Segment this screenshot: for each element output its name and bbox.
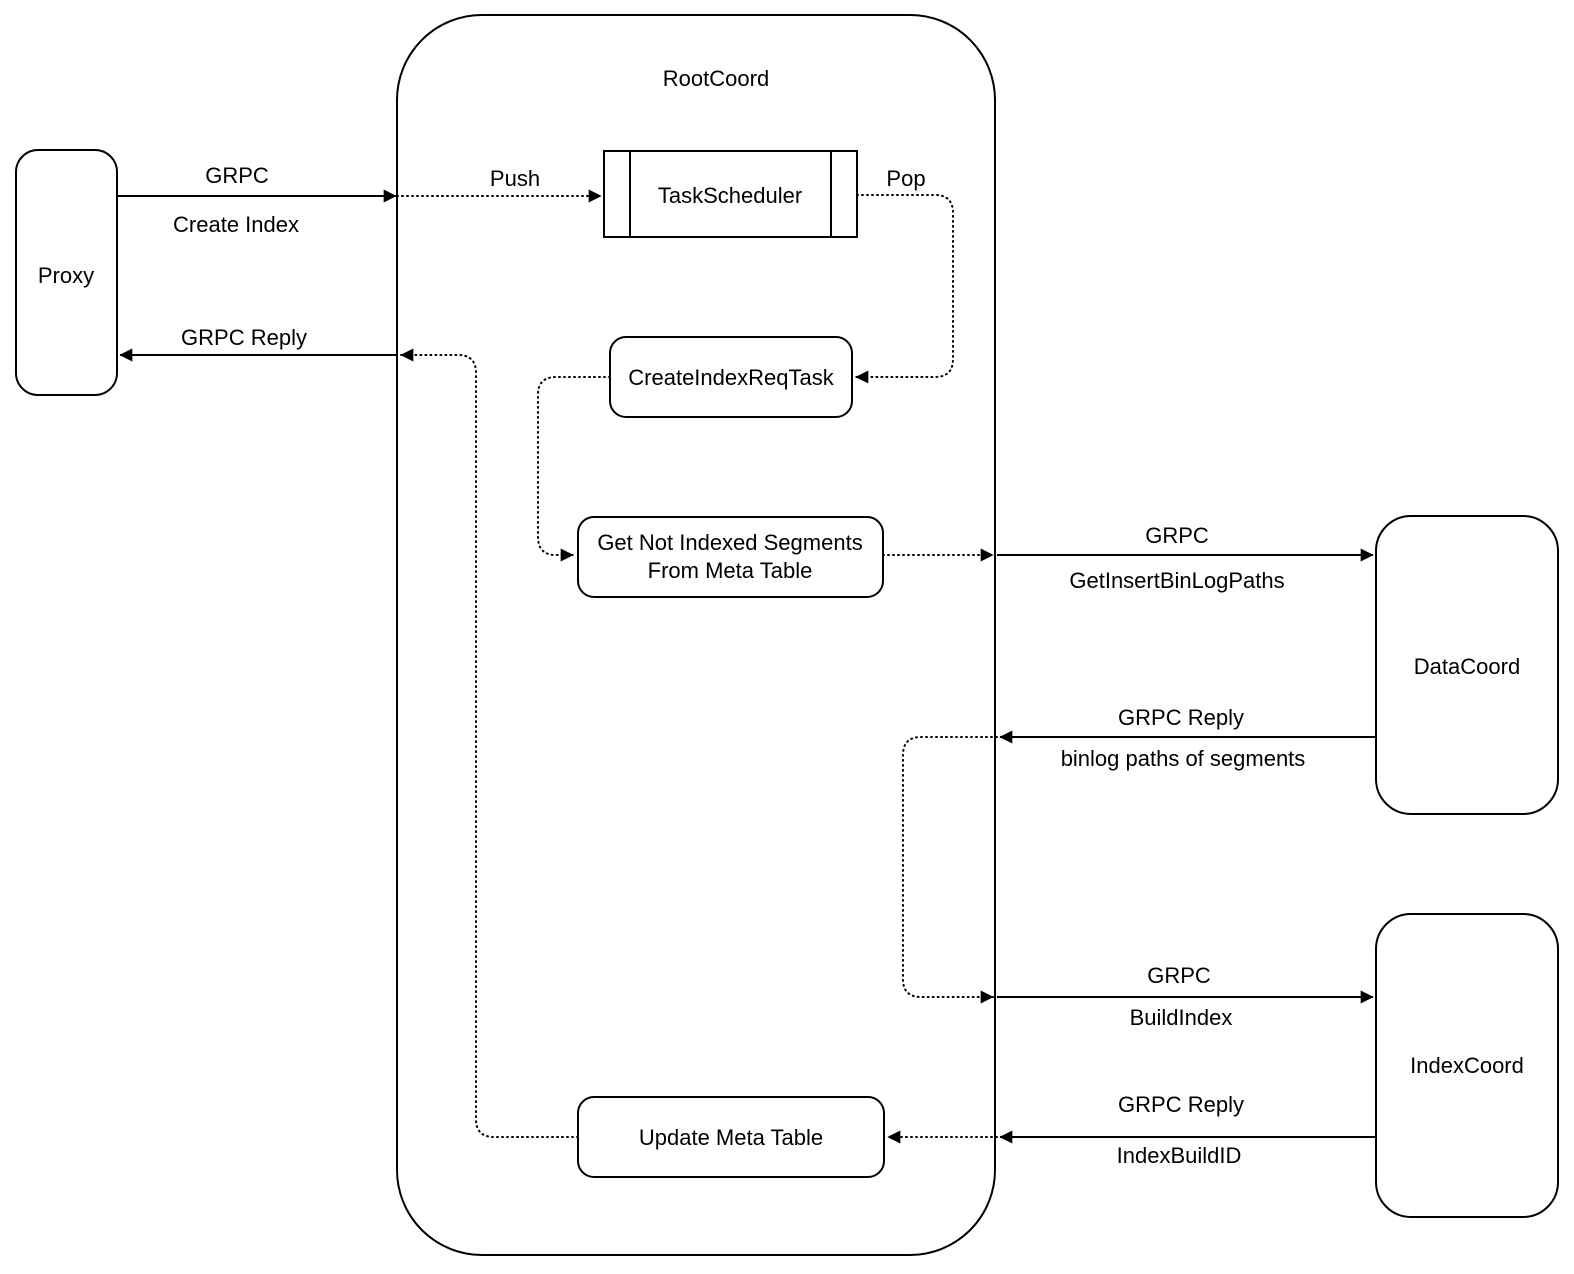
node-create-index-req-task: CreateIndexReqTask: [609, 336, 853, 418]
index-build-id-reply-label-line1: GRPC Reply: [1118, 1092, 1244, 1117]
edge-update-meta-table-to-reply: [400, 348, 579, 1138]
edge-create-task-to-get-segments: [537, 376, 611, 562]
pop-arrow: [855, 194, 954, 384]
task-scheduler-label: TaskScheduler: [658, 183, 802, 208]
edge-grpc-reply-binlog-paths: GRPC Reply binlog paths of segments: [999, 705, 1375, 771]
binlog-paths-reply-label-line2: binlog paths of segments: [1061, 746, 1306, 771]
get-not-indexed-segments-label-line1: Get Not Indexed Segments: [597, 530, 862, 555]
grpc-create-index-label-line1: GRPC: [205, 163, 269, 188]
edge-grpc-build-index: GRPC BuildIndex: [997, 963, 1374, 1030]
indexcoord-label: IndexCoord: [1410, 1053, 1524, 1078]
index-build-id-reply-label-line2: IndexBuildID: [1117, 1143, 1242, 1168]
edge-grpc-reply-index-build-id: GRPC Reply IndexBuildID: [999, 1092, 1375, 1168]
rootcoord-container-shape: [396, 14, 996, 1256]
get-not-indexed-segments-shape: [577, 516, 884, 598]
get-insert-binlog-paths-label-line1: GRPC: [1145, 523, 1209, 548]
node-proxy: Proxy: [15, 149, 118, 396]
binlog-paths-reply-label-line1: GRPC Reply: [1118, 705, 1244, 730]
node-datacoord: DataCoord: [1375, 515, 1559, 815]
rootcoord-label: RootCoord: [663, 66, 769, 91]
push-label: Push: [490, 166, 540, 191]
get-not-indexed-segments-label-line2: From Meta Table: [648, 558, 813, 583]
datacoord-label: DataCoord: [1414, 654, 1520, 679]
get-insert-binlog-paths-label-line2: GetInsertBinLogPaths: [1069, 568, 1284, 593]
proxy-shape: [15, 149, 118, 396]
grpc-create-index-label-line2: Create Index: [173, 212, 299, 237]
edge-binlog-reply-loop-to-buildindex: [902, 736, 998, 1004]
node-get-not-indexed-segments: Get Not Indexed Segments From Meta Table: [577, 516, 884, 598]
proxy-label: Proxy: [38, 263, 94, 288]
build-index-label-line1: GRPC: [1147, 963, 1211, 988]
node-rootcoord: RootCoord: [396, 14, 996, 1256]
create-index-req-task-label: CreateIndexReqTask: [628, 365, 834, 390]
edge-push: Push: [396, 166, 602, 203]
grpc-reply-to-proxy-label: GRPC Reply: [181, 325, 307, 350]
node-task-scheduler: TaskScheduler: [603, 150, 858, 238]
indexcoord-shape: [1375, 913, 1559, 1218]
pop-label: Pop: [886, 166, 925, 191]
node-indexcoord: IndexCoord: [1375, 913, 1559, 1218]
datacoord-shape: [1375, 515, 1559, 815]
edge-grpc-reply-to-proxy: GRPC Reply: [119, 325, 397, 362]
node-update-meta-table: Update Meta Table: [577, 1096, 885, 1178]
build-index-label-line2: BuildIndex: [1130, 1005, 1233, 1030]
update-meta-table-label: Update Meta Table: [639, 1125, 823, 1150]
edge-pop: Pop: [855, 166, 954, 384]
edge-grpc-get-insert-binlog-paths: GRPC GetInsertBinLogPaths: [997, 523, 1374, 593]
edge-grpc-create-index: GRPC Create Index: [117, 163, 397, 237]
